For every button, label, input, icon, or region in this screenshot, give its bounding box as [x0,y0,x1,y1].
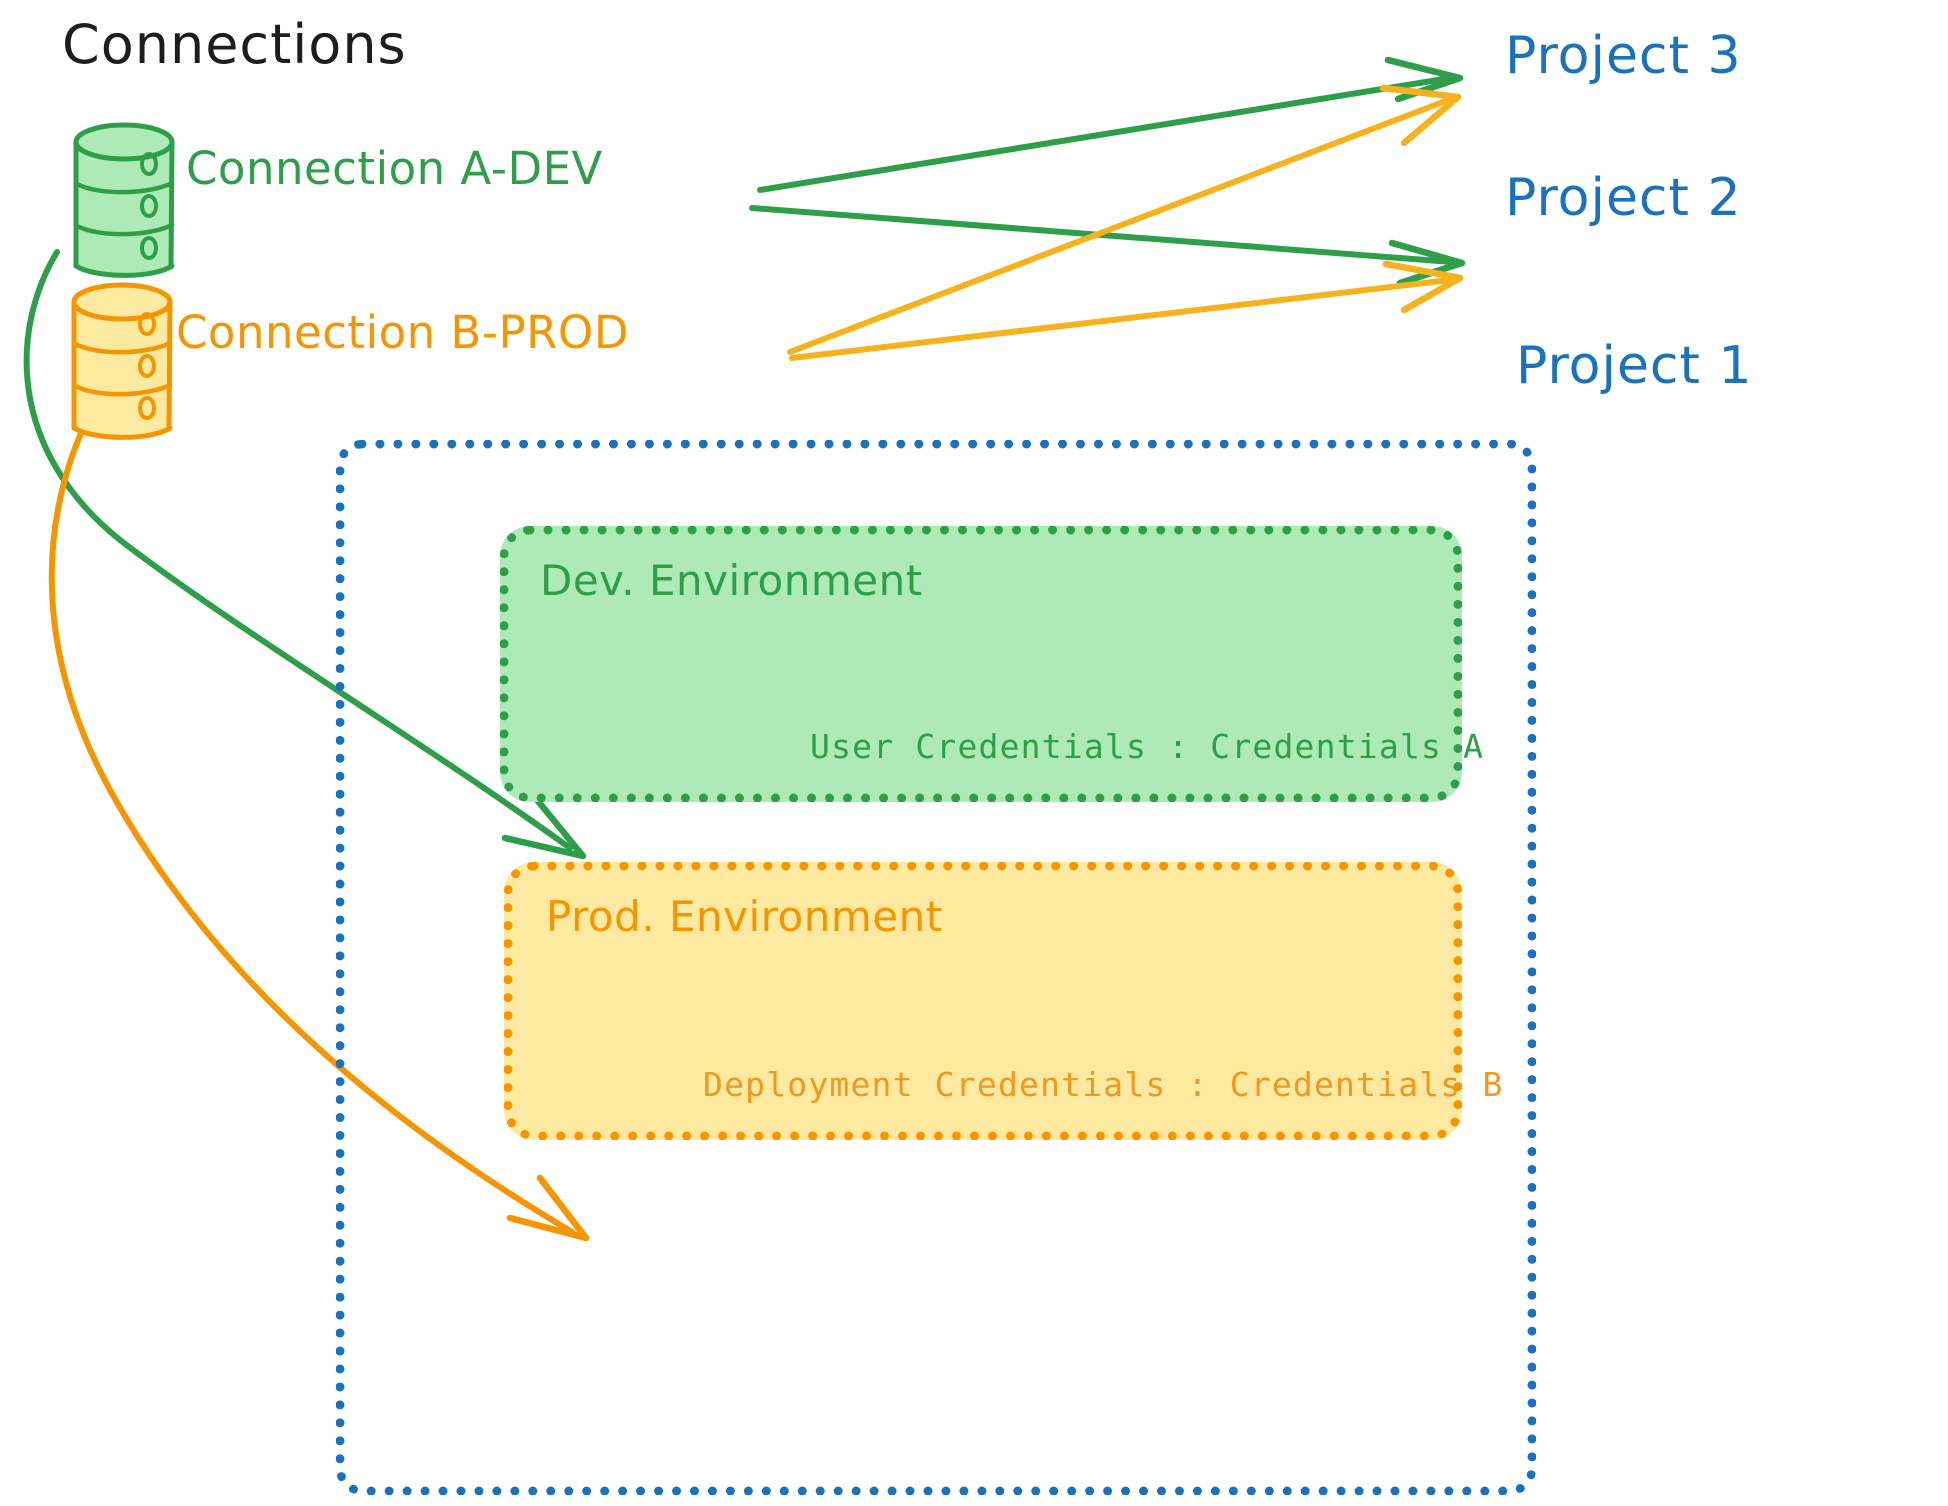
edge-conn-b-to-project-3 [787,84,1462,355]
prod-environment-box[interactable] [504,862,1462,1140]
project-1-container [336,440,1536,1495]
project-2-label[interactable]: Project 2 [1505,168,1742,228]
edge-conn-b-to-project-2 [789,260,1464,361]
dev-environment-credentials: User Credentials : Credentials A [810,727,1485,766]
page-title: Connections [62,13,407,76]
edge-conn-b-to-prod-environment [48,392,590,1242]
connection-a-dev-label[interactable]: Connection A-DEV [186,142,603,195]
dev-environment-box[interactable] [500,526,1462,802]
prod-environment-credentials: Deployment Credentials : Credentials B [703,1065,1504,1104]
connection-b-prod-label[interactable]: Connection B-PROD [176,306,630,359]
project-3-label[interactable]: Project 3 [1505,26,1742,86]
database-cylinder-icon[interactable] [71,282,173,440]
prod-environment-title: Prod. Environment [546,892,943,941]
database-cylinder-icon[interactable] [73,122,175,278]
project-1-label[interactable]: Project 1 [1516,336,1753,396]
edge-conn-a-to-dev-environment [23,249,587,860]
dev-environment-title: Dev. Environment [540,556,923,605]
